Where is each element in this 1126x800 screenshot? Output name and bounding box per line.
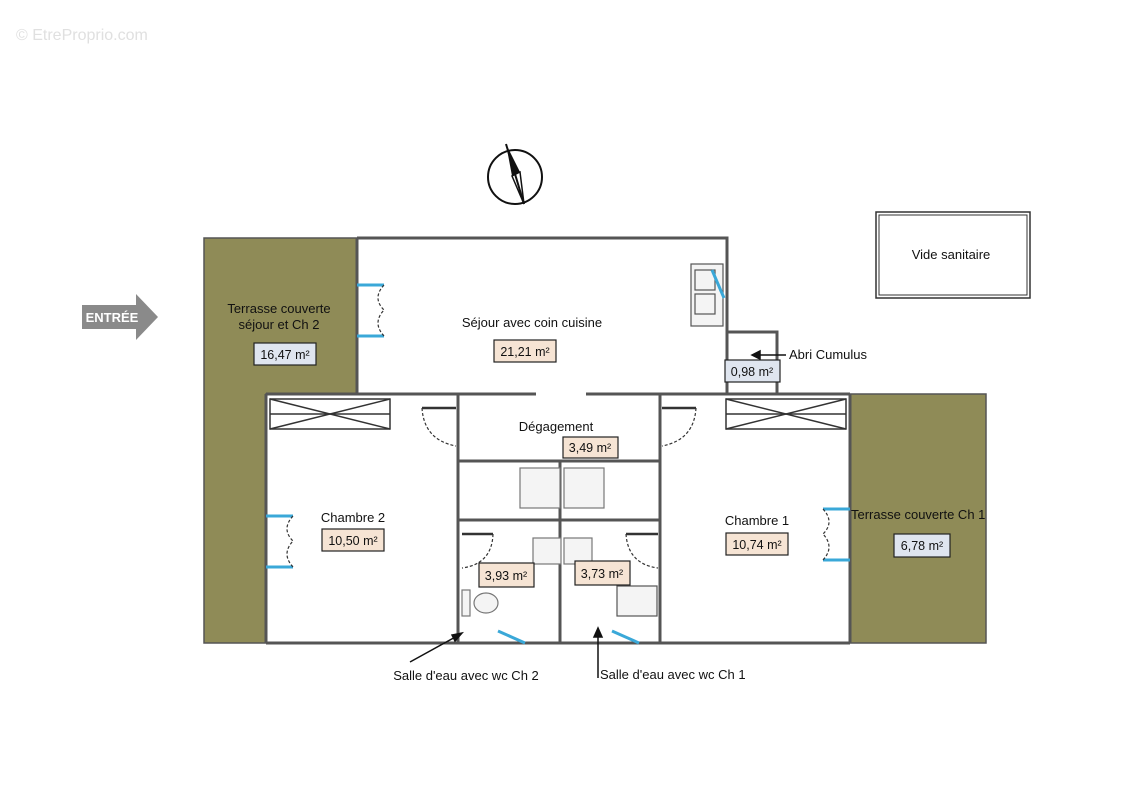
abri-label: Abri Cumulus [789,347,868,362]
sejour-area-box: 21,21 m² [493,339,557,363]
terrace-ch1 [849,393,987,644]
sde1-area-box: 3,73 m² [574,560,631,586]
washbasin-icon [519,467,605,565]
chambre2-area: 10,50 m² [328,534,377,548]
terrasse-sejour-area-box: 16,47 m² [253,342,317,366]
closet-ch2 [269,398,391,430]
chambre1-area: 10,74 m² [732,538,781,552]
sejour-label: Séjour avec coin cuisine [462,315,602,330]
closet-ch1 [725,398,847,430]
toilet-icon [461,589,499,617]
sde2-label: Salle d'eau avec wc Ch 2 [393,668,539,683]
vide-sanitaire-box: Vide sanitaire [875,211,1031,299]
north-compass-icon [487,143,543,205]
sejour-area: 21,21 m² [500,345,549,359]
terrasse-ch1-label: Terrasse couverte Ch 1 [851,507,985,522]
vide-sanitaire-label: Vide sanitaire [912,247,991,262]
sde1-label: Salle d'eau avec wc Ch 1 [600,667,746,682]
chambre2-area-box: 10,50 m² [321,528,385,552]
door-leaves [422,406,696,536]
terrasse-sejour-label-1: Terrasse couverte [227,301,330,316]
terrasse-sejour-label-2: séjour et Ch 2 [239,317,320,332]
entry-label: ENTRÉE [86,310,139,325]
sde2-area: 3,93 m² [485,569,527,583]
degagement-label: Dégagement [519,419,594,434]
abri-area: 0,98 m² [731,365,773,379]
kitchen-sink-icon [690,263,724,327]
terrasse-sejour-area: 16,47 m² [260,348,309,362]
abri-arrow [750,349,786,361]
sde1-area: 3,73 m² [581,567,623,581]
abri-area-box: 0,98 m² [724,359,781,383]
chambre1-label: Chambre 1 [725,513,789,528]
terrasse-ch1-area-box: 6,78 m² [893,533,951,558]
walls [264,236,852,645]
watermark: © EtreProprio.com [16,27,148,44]
sde2-area-box: 3,93 m² [478,562,535,588]
chambre2-label: Chambre 2 [321,510,385,525]
terrace-sejour-ch2 [203,237,358,644]
sde2-arrow [409,631,465,663]
door-swings [286,284,830,569]
glazed-doors [266,269,850,645]
sde1-arrow [592,626,604,678]
shower-icon [616,585,658,617]
degagement-area-box: 3,49 m² [562,436,619,459]
chambre1-area-box: 10,74 m² [725,532,789,556]
degagement-area: 3,49 m² [569,441,611,455]
entry-arrow: ENTRÉE [82,294,158,340]
terrasse-ch1-area: 6,78 m² [901,539,943,553]
